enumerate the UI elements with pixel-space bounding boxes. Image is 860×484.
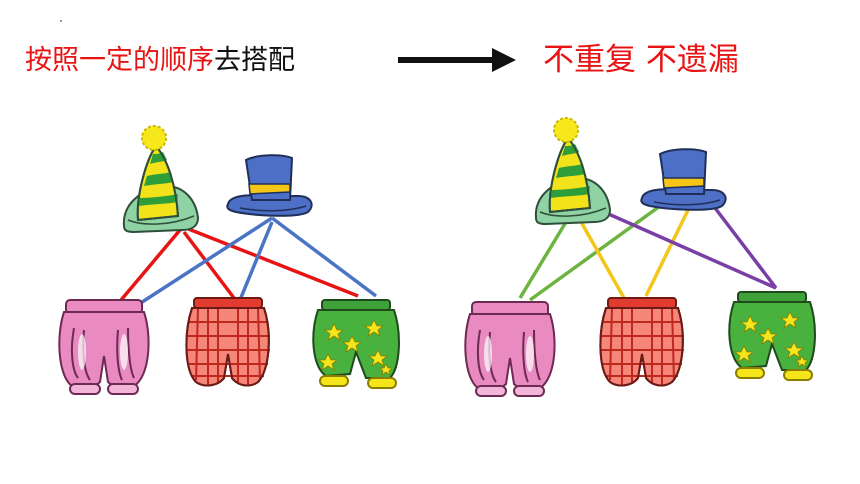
plaid-pants-icon-right [599,297,685,387]
pink-pants-icon-right [464,301,556,397]
top-hat-icon-right [640,148,727,211]
right-diagram [464,117,816,397]
star-pants-icon [312,299,400,389]
heading-red-part: 按照一定的顺序 [25,45,214,76]
line-jester-pink [114,228,182,308]
line-jester-star-purple [603,210,777,290]
line-tophat-plaid-yellow [644,205,692,297]
left-connections [114,216,378,308]
line-tophat-plaid [238,221,274,301]
right-arrow-icon [398,48,516,72]
star-pants-icon-right [728,291,816,381]
pink-pants-icon [58,299,150,395]
top-hat-icon [226,154,313,217]
line-tophat-pink [135,216,273,308]
line-tophat-pink-green [528,204,662,302]
line-jester-plaid [182,230,236,300]
right-connections [518,202,778,302]
heading: 按照一定的顺序去搭配 [25,38,295,77]
jester-hat-icon [122,125,200,233]
speck [60,20,62,22]
jester-hat-icon-right [534,117,611,225]
line-tophat-star-purple [710,202,778,290]
left-diagram [58,125,400,395]
line-jester-star [185,226,359,298]
line-jester-pink-green [518,221,568,299]
line-tophat-star [270,216,378,298]
heading-black-part: 去搭配 [214,45,295,76]
line-jester-plaid-yellow [578,219,626,299]
slogan: 不重复 不遗漏 [543,42,739,78]
plaid-pants-icon [185,297,271,387]
